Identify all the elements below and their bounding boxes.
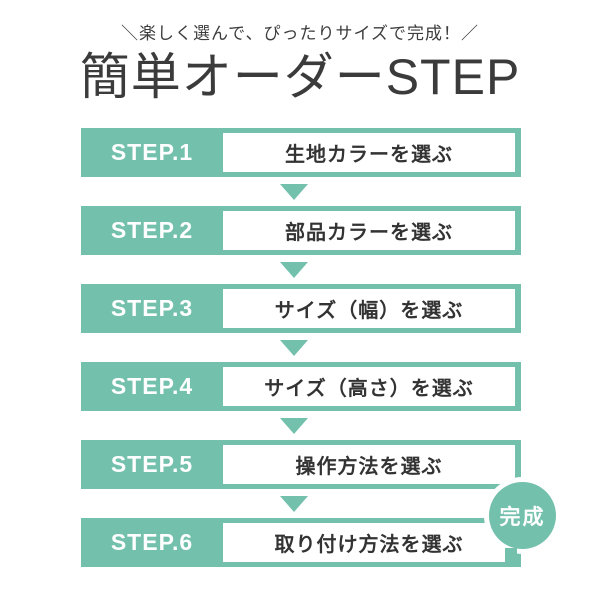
step-row-4: STEP.4 サイズ（高さ）を選ぶ [81,362,521,411]
steps-flow: STEP.1 生地カラーを選ぶ STEP.2 部品カラーを選ぶ STEP.3 サ… [81,128,556,567]
arrow-gap [81,177,521,206]
step-content: サイズ（高さ）を選ぶ [223,367,515,406]
down-arrow-icon [280,495,308,512]
step-row-5: STEP.5 操作方法を選ぶ [81,440,521,489]
step-content: 部品カラーを選ぶ [223,211,515,250]
step-label: STEP.6 [110,529,194,555]
arrow-gap [81,411,521,440]
step-row-3: STEP.3 サイズ（幅）を選ぶ [81,284,521,333]
step-label: STEP.3 [110,295,194,321]
step-content: 操作方法を選ぶ [223,445,515,484]
step-row-6: STEP.6 取り付け方法を選ぶ [81,518,521,567]
arrow-gap [81,255,521,284]
step-label: STEP.5 [110,451,194,477]
arrow-gap [81,333,521,362]
badge-connector [505,548,517,562]
step-content: 生地カラーを選ぶ [223,133,515,172]
step-content: サイズ（幅）を選ぶ [223,289,515,328]
step-row-1: STEP.1 生地カラーを選ぶ [81,128,521,177]
down-arrow-icon [280,261,308,278]
down-arrow-icon [280,183,308,200]
step-label: STEP.1 [110,139,194,165]
completion-badge-label: 完成 [499,505,546,529]
completion-badge: 完成 [489,482,556,549]
step-content: 取り付け方法を選ぶ [223,523,515,562]
tagline: ＼楽しく選んで、ぴったりサイズで完成！／ [121,24,479,43]
down-arrow-icon [280,339,308,356]
arrow-gap [81,489,521,518]
step-label: STEP.4 [110,373,194,399]
step-label: STEP.2 [110,217,194,243]
step-row-2: STEP.2 部品カラーを選ぶ [81,206,521,255]
down-arrow-icon [280,417,308,434]
page-title: 簡単オーダーSTEP [79,49,521,105]
